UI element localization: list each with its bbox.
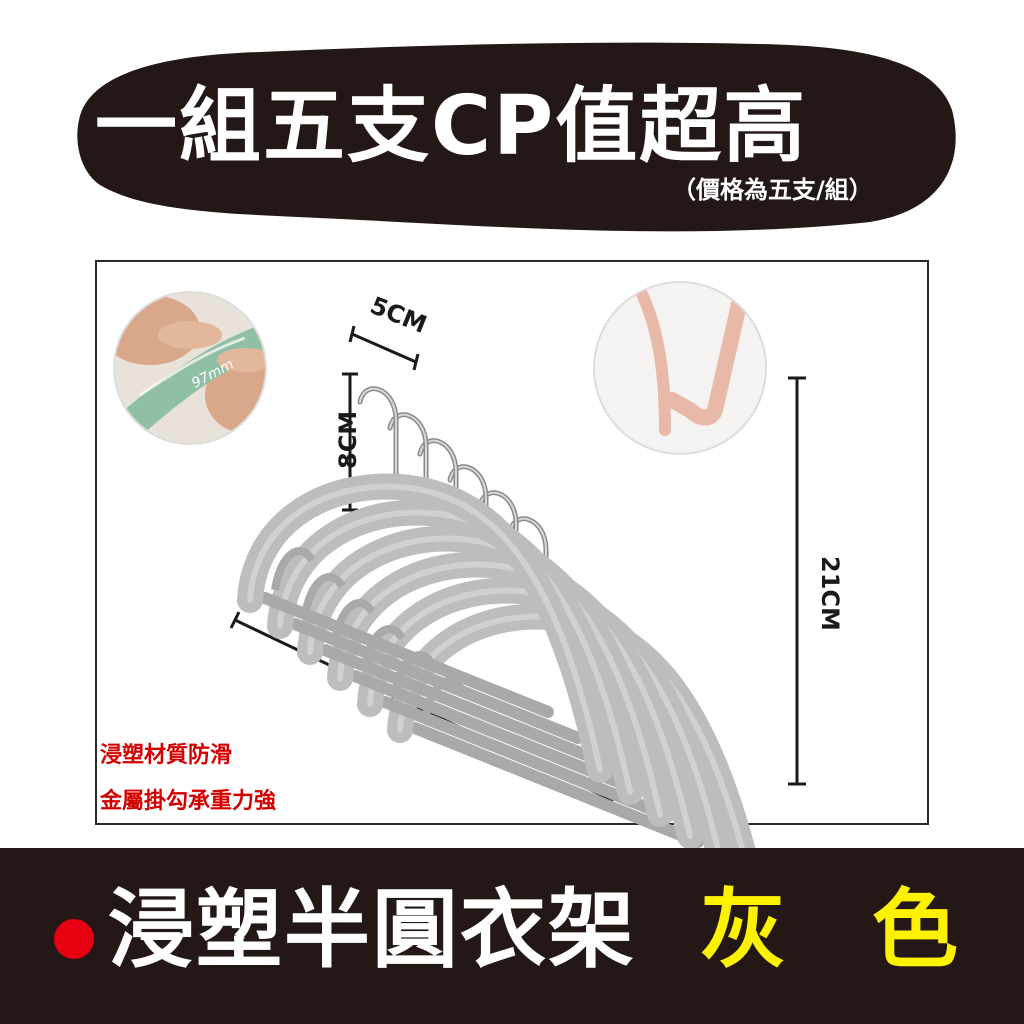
hanger-arc-highlight [247, 483, 603, 773]
hanger-stack [237, 386, 763, 893]
feature-anti-slip: 浸塑材質防滑 [100, 743, 233, 768]
headline-text: 一組五支CP值超高 [95, 79, 808, 174]
hanger-bottom-bar [259, 592, 554, 718]
product-frame [95, 260, 929, 825]
headline-brush-banner [77, 42, 956, 232]
hanger-height-label: 21CM [816, 556, 844, 631]
hanger-inner-loop [301, 573, 346, 617]
metal-hook-highlight [509, 517, 547, 617]
metal-hook-highlight [479, 491, 517, 591]
grip-detail-inset: 97mm [113, 291, 267, 445]
hook-width-dimension: 5CM [348, 291, 431, 371]
metal-hook-highlight [419, 439, 457, 539]
bullet-dot-icon [54, 919, 94, 959]
hanger-inner-loop [271, 547, 316, 591]
metal-hook-highlight [389, 413, 427, 513]
hanger-bottom-bar [289, 618, 584, 744]
metal-hook-highlight [449, 465, 487, 565]
product-name: 浸塑半圓衣架 [108, 880, 636, 980]
hanger [237, 386, 613, 783]
metal-hook [357, 386, 399, 489]
metal-hook-highlight [359, 387, 397, 487]
feature-metal-hook: 金屬掛勾承重力強 [100, 789, 277, 814]
hanger-height-dimension: 21CM [788, 376, 844, 786]
hook-width-label: 5CM [366, 291, 430, 339]
footer-band [0, 848, 1024, 1024]
hanger-bottom-bar [319, 644, 614, 770]
tip-detail-inset [593, 281, 767, 455]
hook-height-label: 8CM [334, 411, 362, 469]
color-name: 灰 色 [700, 880, 958, 980]
hook-height-dimension: 8CM [334, 372, 362, 512]
price-note: （價格為五支/組） [672, 176, 873, 204]
